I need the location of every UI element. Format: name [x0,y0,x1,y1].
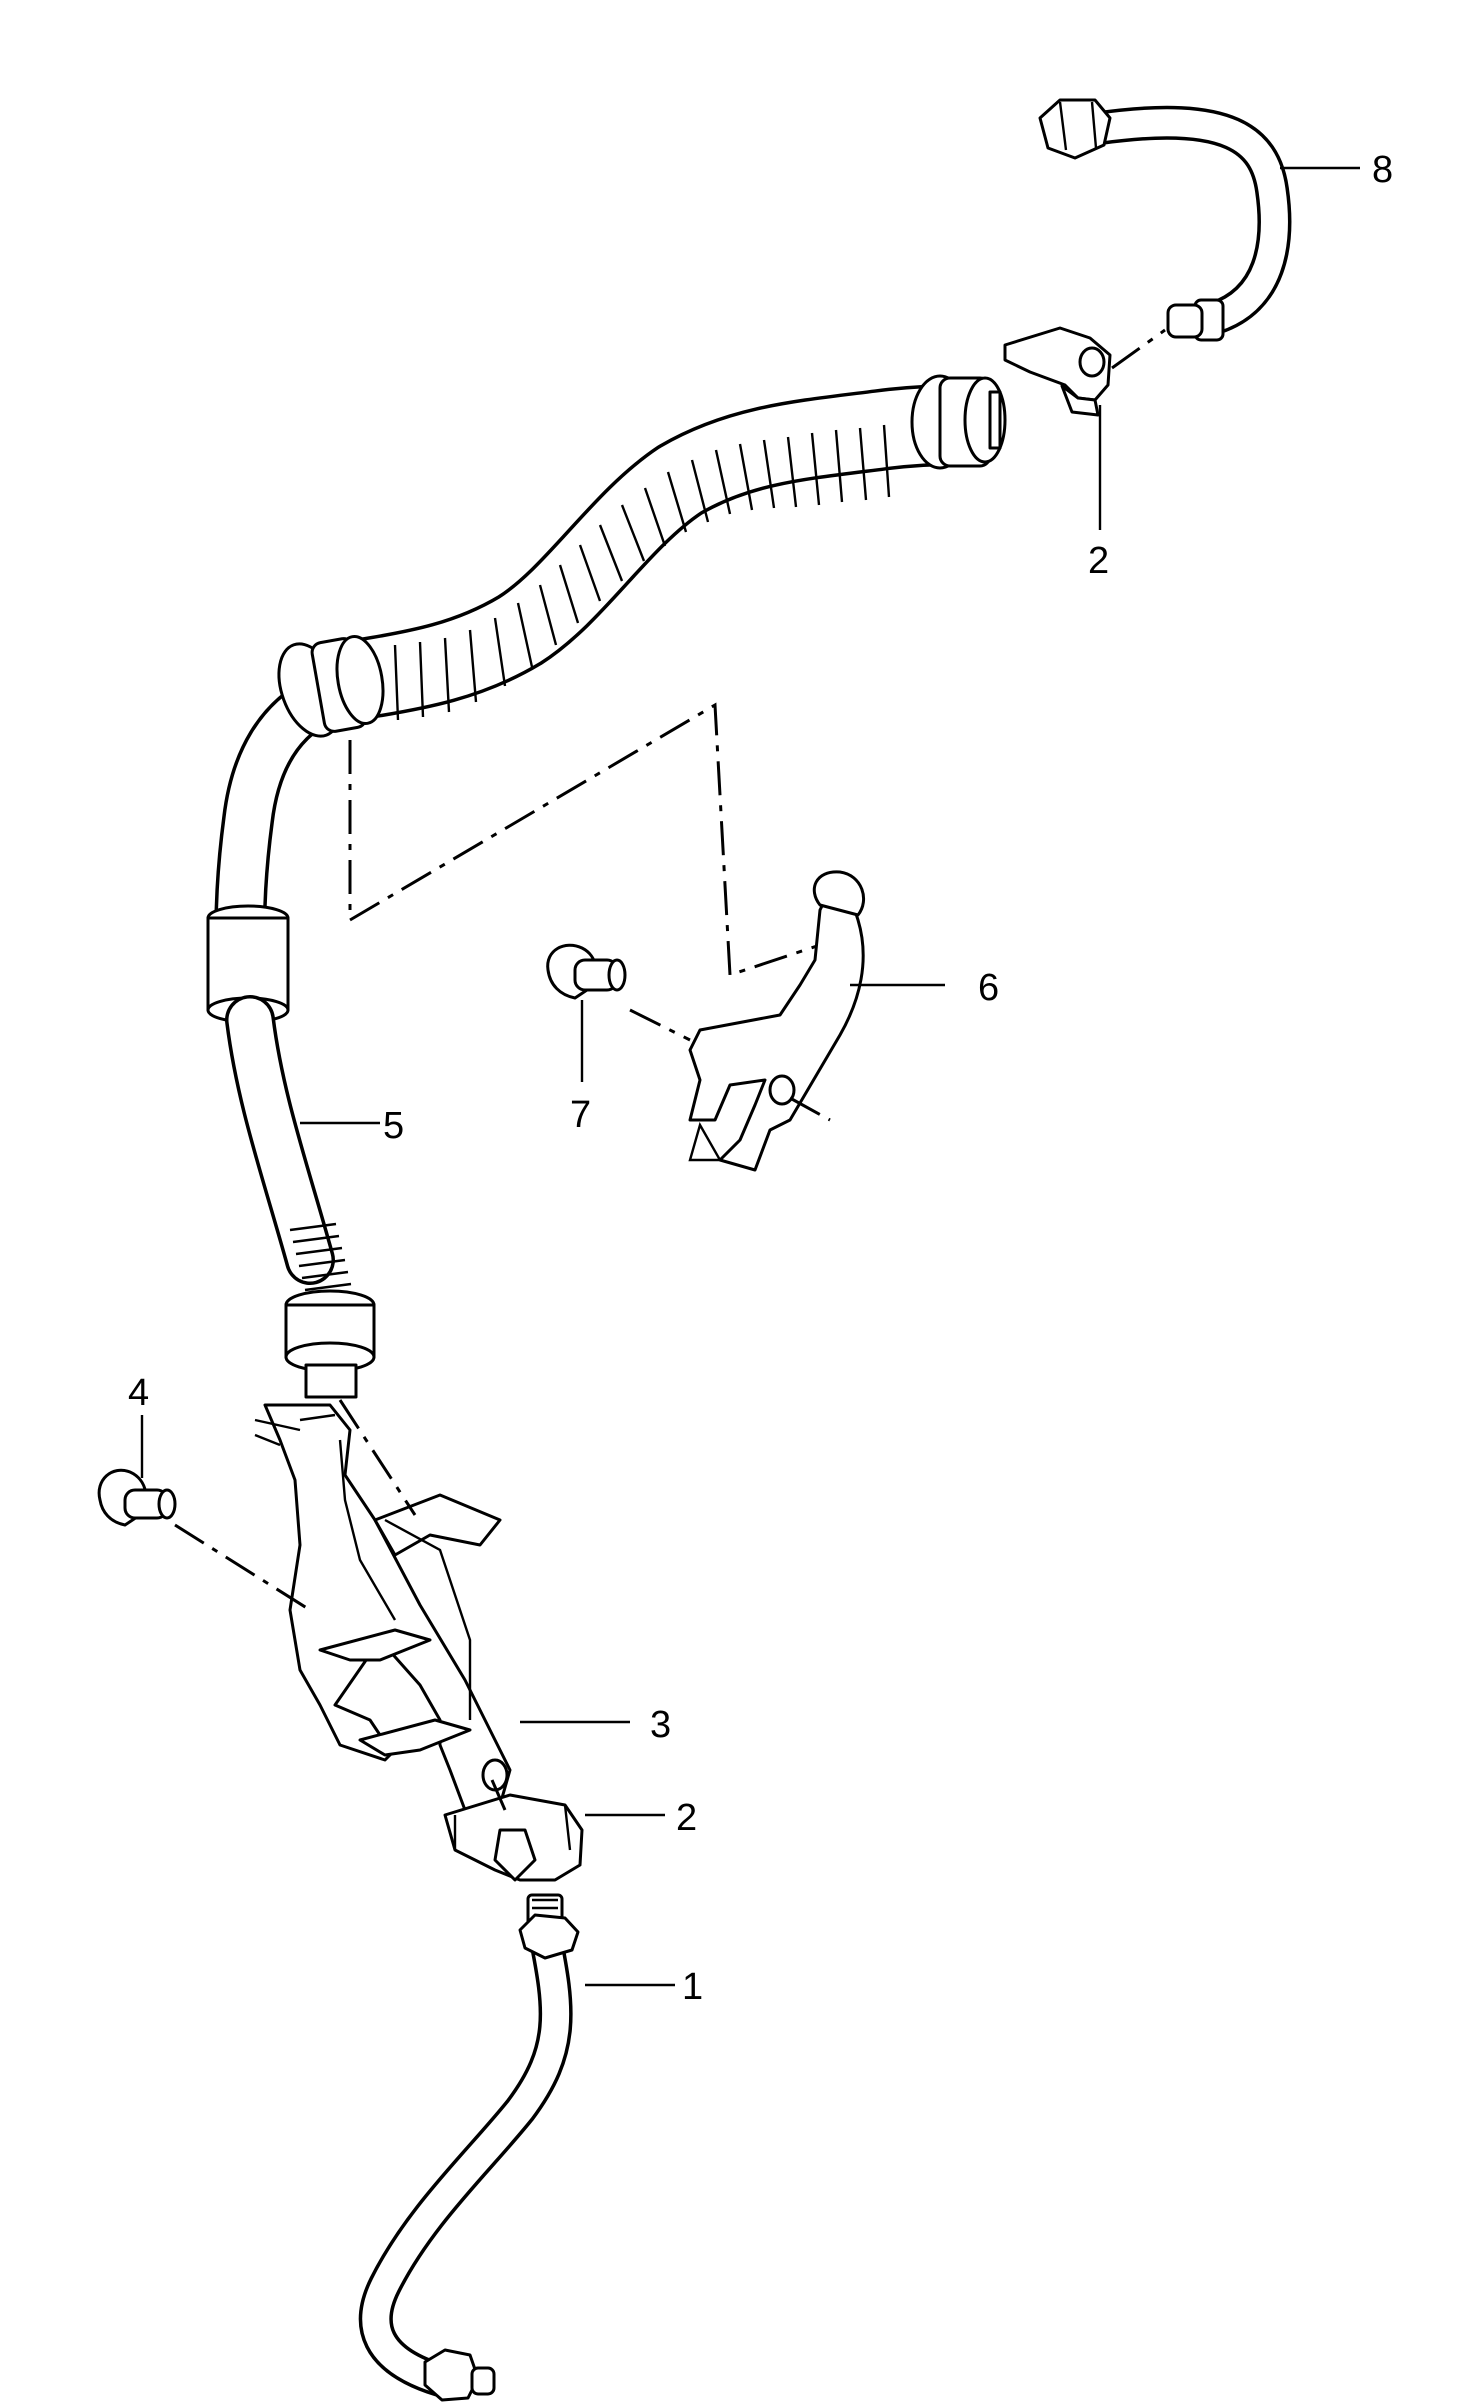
callout-3: 3 [650,1704,671,1746]
callout-8: 8 [1372,149,1393,191]
callout-7: 7 [570,1094,591,1136]
callout-6: 6 [978,967,999,1009]
callout-4: 4 [128,1372,149,1414]
hose-corrugation [393,424,891,721]
hose-crimp [289,1222,352,1292]
brake-hose[interactable] [206,374,1007,1399]
brake-line-upper[interactable] [1038,98,1292,342]
callout-5: 5 [383,1105,404,1147]
bolt-upper[interactable] [546,943,627,1000]
union-nut [1038,98,1112,160]
leader-lines [140,166,1360,1987]
line-nut-bottom [423,2348,496,2402]
hose-fitting-upper [910,374,1007,470]
retaining-clip-lower[interactable] [443,1793,584,1882]
hose-bracket-lower[interactable] [254,1403,512,1812]
retaining-clip-upper[interactable] [1003,326,1112,417]
callout-2-upper: 2 [1088,540,1109,582]
hose-grommet-upper [277,635,385,738]
callout-labels: 8 2 6 7 5 4 3 2 1 [128,149,1393,2008]
callout-2-lower: 2 [676,1797,697,1839]
hose-grommet-lower [284,1289,376,1399]
line-fitting-end [1166,298,1225,342]
line-fitting-top [518,1893,580,1960]
brake-line-lower[interactable] [358,1893,580,2402]
callout-1: 1 [682,1966,703,2008]
bolt-lower[interactable] [97,1468,177,1527]
mounting-bracket[interactable] [688,870,866,1172]
